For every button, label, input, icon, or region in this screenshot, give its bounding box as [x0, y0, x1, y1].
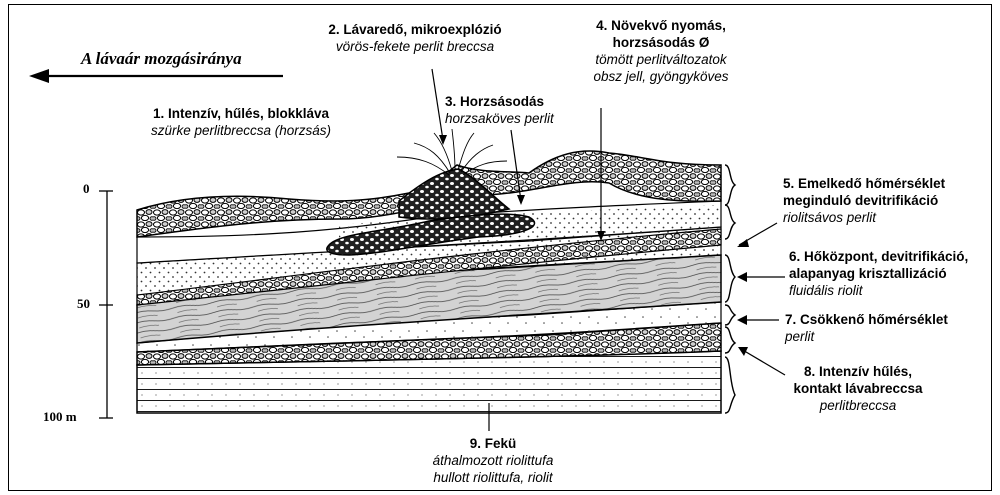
diagram-frame: A lávaár mozgásiránya 0 50 100 m 1. Inte…	[8, 4, 992, 491]
zone-9-label: 9. Fekü áthalmozott riolittufa hullott r…	[383, 435, 603, 486]
depth-scale	[99, 191, 113, 418]
zone-7-label: 7. Csökkenő hőmérséklet perlit	[785, 311, 948, 345]
zone-8-title: 8. Intenzív hűlés,	[763, 363, 953, 380]
zone-5-subtitle: riolitsávos perlit	[783, 209, 945, 226]
zone-5-title: 5. Emelkedő hőmérséklet	[783, 175, 945, 192]
zone-4-subtitle: tömött perlitváltozatok	[561, 51, 761, 68]
zone-5-title-2: meginduló devitrifikáció	[783, 192, 945, 209]
layer-braces	[725, 165, 735, 413]
zone-1-title: 1. Intenzív, hűlés, blokkláva	[121, 105, 361, 122]
zone-4-label: 4. Növekvő nyomás, horzsásodás Ø tömött …	[561, 17, 761, 85]
zone-4-title: 4. Növekvő nyomás,	[561, 17, 761, 34]
zone-2-title: 2. Lávaredő, mikroexplózió	[295, 21, 535, 38]
zone-9-title: 9. Fekü	[383, 435, 603, 452]
scale-label-top: 0	[83, 181, 90, 197]
zone-4-subtitle-2: obsz jell, gyöngyköves	[561, 68, 761, 85]
zone-2-subtitle: vörös-fekete perlit breccsa	[295, 38, 535, 55]
zone-2-label: 2. Lávaredő, mikroexplózió vörös-fekete …	[295, 21, 535, 55]
zone-3-title: 3. Horzsásodás	[445, 93, 554, 110]
zone-6-label: 6. Hőközpont, devitrifikáció, alapanyag …	[789, 248, 968, 299]
zone-6-title: 6. Hőközpont, devitrifikáció,	[789, 248, 968, 265]
zone-7-subtitle: perlit	[785, 328, 948, 345]
zone-9-subtitle: áthalmozott riolittufa	[383, 452, 603, 469]
zone-1-subtitle: szürke perlitbreccsa (horzsás)	[121, 122, 361, 139]
zone-6-subtitle: fluidális riolit	[789, 282, 968, 299]
zone-4-title-2: horzsásodás Ø	[561, 34, 761, 51]
zone-9-subtitle-2: hullott riolittufa, riolit	[383, 469, 603, 486]
zone-3-subtitle: horzsaköves perlit	[445, 110, 554, 127]
scale-label-mid: 50	[77, 296, 90, 312]
zone-1-label: 1. Intenzív, hűlés, blokkláva szürke per…	[121, 105, 361, 139]
zone-8-label: 8. Intenzív hűlés, kontakt lávabreccsa p…	[763, 363, 953, 414]
zone-5-label: 5. Emelkedő hőmérséklet meginduló devitr…	[783, 175, 945, 226]
zone-8-subtitle: perlitbreccsa	[763, 397, 953, 414]
scale-label-bottom: 100 m	[43, 409, 77, 425]
zone-7-title: 7. Csökkenő hőmérséklet	[785, 311, 948, 328]
direction-arrow	[29, 69, 283, 83]
zone-3-label: 3. Horzsásodás horzsaköves perlit	[445, 93, 554, 127]
zone-8-title-2: kontakt lávabreccsa	[763, 380, 953, 397]
zone-6-title-2: alapanyag krisztallizáció	[789, 265, 968, 282]
flow-direction-label: A lávaár mozgásiránya	[81, 49, 242, 69]
